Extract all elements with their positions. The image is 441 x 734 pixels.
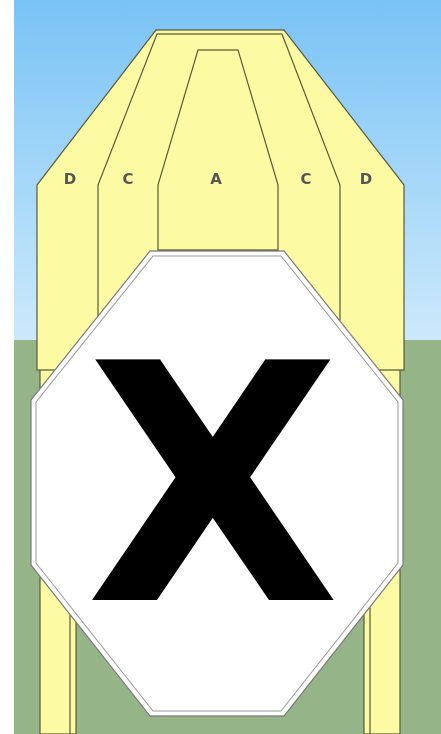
zone-label-a: A [210,170,222,188]
frame-left-border [0,0,14,734]
zone-label-d-right: D [360,170,372,188]
zone-label-d-left: D [64,170,76,188]
zone-label-c-right: C [300,170,311,188]
zone-label-c-left: C [122,170,133,188]
no-shoot-symbol: X [86,294,340,678]
